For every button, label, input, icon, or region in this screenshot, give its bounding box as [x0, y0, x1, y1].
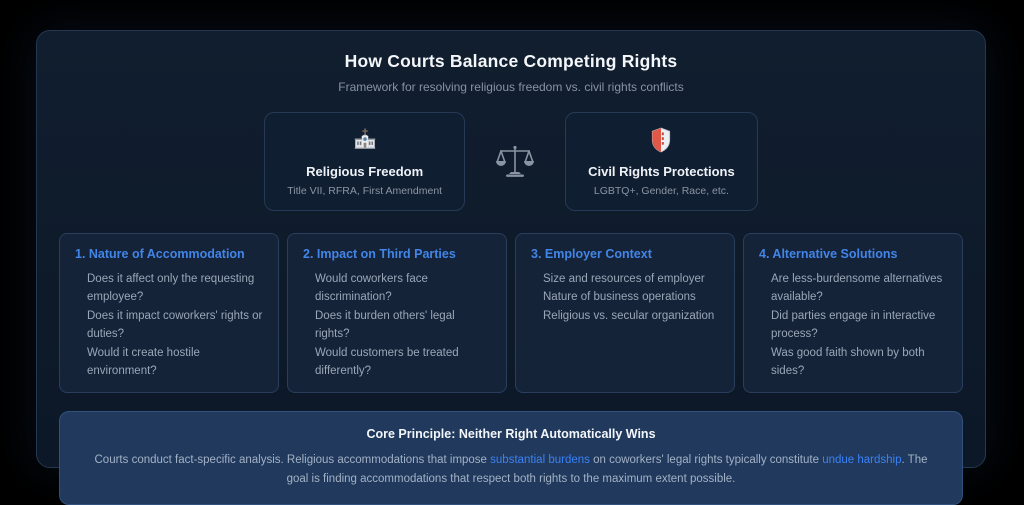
factor-title: 3. Employer Context [531, 247, 652, 261]
civil-rights-box: Civil Rights Protections LGBTQ+, Gender,… [565, 112, 758, 211]
factor-card-1: 1. Nature of Accommodation Does it affec… [59, 233, 279, 394]
card-line: Did parties engage in interactive proces… [771, 309, 936, 341]
inline-link[interactable]: substantial burdens [490, 454, 590, 467]
card-line: Size and resources of employer [543, 273, 705, 285]
scales-divider [495, 112, 535, 211]
factor-title: 1. Nature of Accommodation [75, 247, 245, 261]
factor-title: 2. Impact on Third Parties [303, 247, 456, 261]
card-line: Would customers be treated differently? [315, 346, 459, 377]
shield-icon [650, 127, 672, 153]
card-line: Was good faith shown by both sides? [771, 346, 925, 377]
factor-card-3: 3. Employer Context Size and resources o… [515, 233, 735, 394]
card-line: Nature of business operations [543, 291, 696, 304]
religious-freedom-title: Religious Freedom [306, 164, 424, 179]
civil-rights-subtitle: LGBTQ+, Gender, Race, etc. [593, 185, 729, 197]
factor-cards: 1. Nature of Accommodation Does it affec… [37, 233, 985, 394]
scales-icon [495, 143, 535, 181]
religious-freedom-box: Religious Freedom Title VII, RFRA, First… [264, 112, 466, 211]
core-principle-title: Core Principle: Neither Right Automatica… [366, 427, 656, 442]
card-line: Are less-burdensome alternatives availab… [771, 273, 943, 304]
civil-rights-title: Civil Rights Protections [588, 164, 735, 179]
religious-freedom-subtitle: Title VII, RFRA, First Amendment [287, 185, 443, 197]
header: How Courts Balance Competing Rights Fram… [37, 51, 985, 94]
church-icon [352, 127, 378, 153]
factor-items: Would coworkers face discrimination? Does… [303, 270, 491, 380]
factor-title: 4. Alternative Solutions [759, 247, 898, 261]
factor-card-4: 4. Alternative Solutions Are less-burden… [743, 233, 963, 394]
factor-items: Does it affect only the requesting emplo… [75, 270, 263, 380]
paragraph-text: Courts conduct fact-specific analysis. R… [94, 454, 491, 467]
factor-card-2: 2. Impact on Third Parties Would coworke… [287, 233, 507, 394]
inline-link[interactable]: undue hardship [822, 454, 902, 467]
page-subtitle: Framework for resolving religious freedo… [338, 80, 684, 94]
core-principle-panel: Core Principle: Neither Right Automatica… [59, 411, 963, 505]
card-line: Does it burden others' legal rights? [315, 309, 455, 341]
card-line: Does it affect only the requesting emplo… [87, 273, 255, 304]
versus-section: Religious Freedom Title VII, RFRA, First… [37, 112, 985, 211]
page-title: How Courts Balance Competing Rights [344, 51, 678, 71]
card-line: Religious vs. secular organization [543, 309, 715, 322]
paragraph-text: on coworkers' legal rights typically con… [589, 454, 823, 467]
core-principle-paragraph: Courts conduct fact-specific analysis. R… [94, 451, 928, 488]
card-line: Does it impact coworkers' rights or duti… [87, 309, 263, 341]
factor-items: Are less-burdensome alternatives availab… [759, 270, 947, 380]
card-line: Would coworkers face discrimination? [315, 273, 428, 304]
card-line: Would it create hostile environment? [87, 346, 200, 377]
paragraph-text: . The goal is finding accommodations tha… [286, 454, 928, 485]
main-panel: How Courts Balance Competing Rights Fram… [36, 30, 986, 505]
